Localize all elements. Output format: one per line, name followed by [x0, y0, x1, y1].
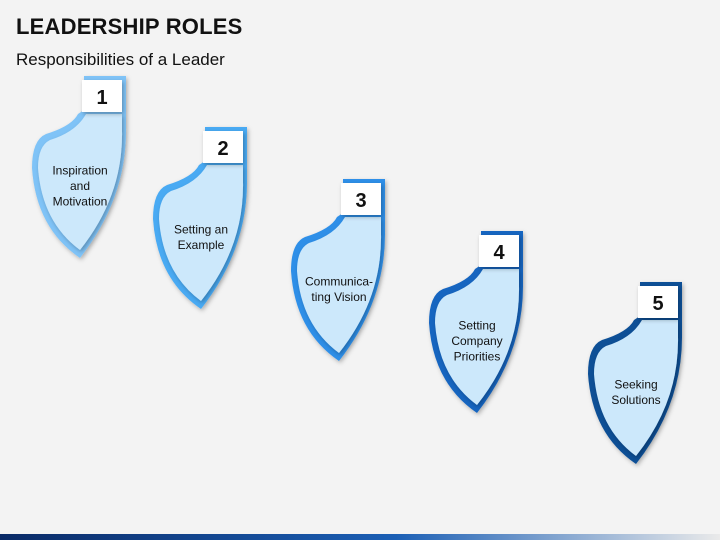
step-1-number: 1: [96, 87, 107, 109]
step-2-label-line: Example: [178, 238, 225, 252]
step-3-label-line: Communica-: [305, 274, 373, 288]
step-1-label-line: and: [70, 179, 90, 193]
footer-bar: [0, 534, 720, 540]
slide-subtitle: Responsibilities of a Leader: [16, 50, 225, 69]
step-5-label-line: Seeking: [614, 377, 657, 391]
step-4-label-line: Priorities: [454, 350, 501, 364]
step-3-shield-fill: [297, 217, 382, 353]
step-2-number: 2: [217, 138, 228, 160]
step-1-label-line: Motivation: [53, 195, 108, 209]
step-4-shield-fill: [435, 269, 520, 405]
step-2-badge: [203, 131, 243, 163]
step-5-shield-fill: [594, 320, 679, 456]
step-5-badge: [638, 286, 678, 318]
step-1-shield-fill: [38, 114, 123, 250]
step-4-badge: [479, 235, 519, 267]
step-4-label-line: Setting: [458, 319, 495, 333]
step-2-label-line: Setting an: [174, 222, 228, 236]
step-1-label-line: Inspiration: [52, 164, 107, 178]
slide-title: LEADERSHIP ROLES: [16, 14, 243, 39]
step-5-label-line: Solutions: [611, 393, 660, 407]
step-2-shield-fill: [159, 165, 244, 301]
step-4-label-line: Company: [451, 334, 502, 348]
step-3-label-line: ting Vision: [311, 290, 366, 304]
step-3-number: 3: [355, 190, 366, 212]
step-3-badge: [341, 183, 381, 215]
step-5-number: 5: [652, 293, 663, 315]
step-4-number: 4: [493, 242, 505, 264]
step-1-badge: [82, 80, 122, 112]
